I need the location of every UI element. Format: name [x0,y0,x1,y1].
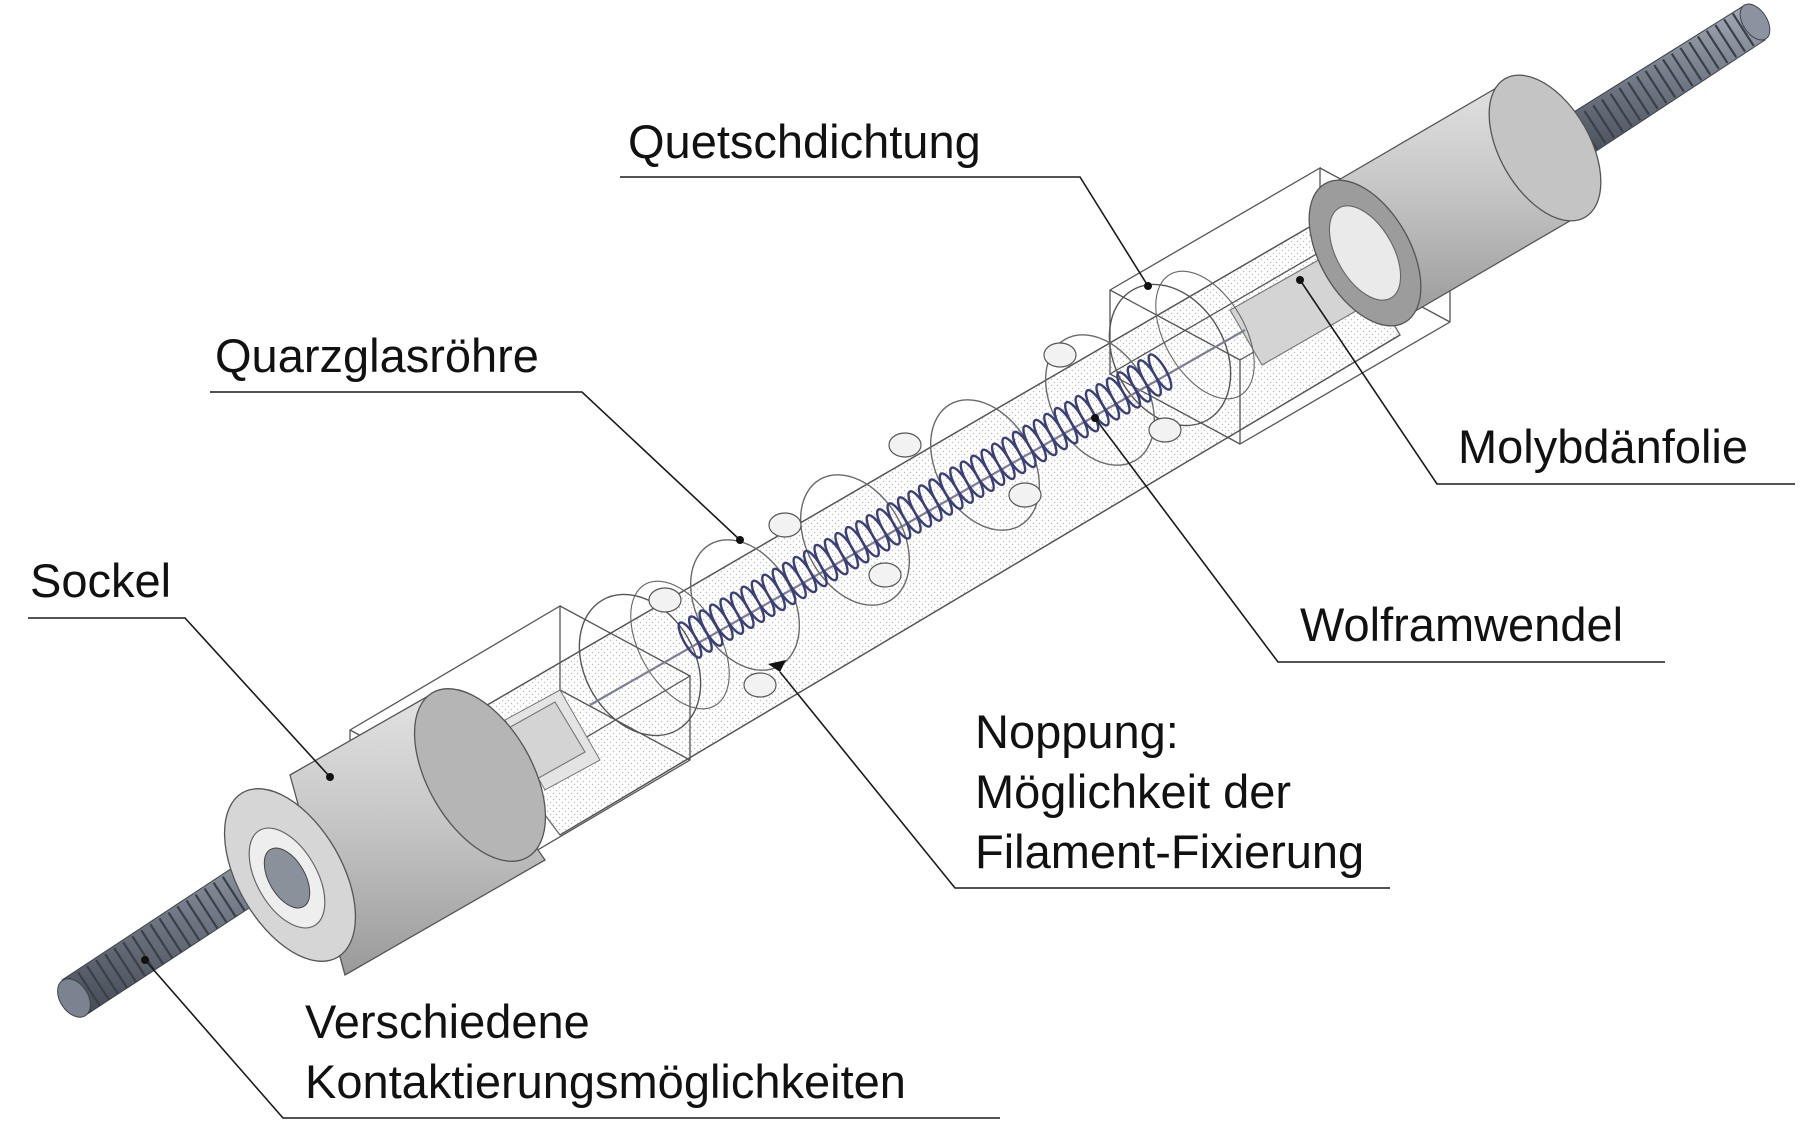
leader-arrow [768,660,786,672]
thread-ridge [1609,93,1633,127]
thread-ridge [185,899,210,936]
filament-nubs [648,342,1182,698]
thread-ridge [194,893,219,930]
thread-ridge [1583,110,1607,144]
thread-ridge [158,917,183,953]
thread-ridge [1679,47,1703,81]
thread-ridge [95,959,120,995]
label-kontakt-line2: Kontaktierungsmöglichkeiten [305,1055,906,1108]
thread-ridge [1714,24,1738,58]
thread-ridge [1670,53,1694,87]
thread-ridge [1618,87,1642,121]
leader-lines [28,176,1795,1119]
seal-dome-left [578,580,730,737]
thread-ridge [113,947,138,983]
thread-ridge [1653,64,1677,99]
leader-dot [736,536,744,544]
right-socket [1308,74,1602,327]
thread-ridge [140,929,165,965]
leader-dot [141,956,149,964]
thread-ridge [176,905,201,942]
thread-ridge [104,953,129,989]
thread-ridge [77,971,101,1007]
left-socket [223,688,547,976]
thread-ridge [221,876,246,912]
thread-ridge [1688,41,1712,76]
thread-ridge [1592,104,1616,139]
leader-dot [1296,276,1304,284]
leader-dot [326,773,334,781]
thread-ridge [212,882,237,918]
thread-ridge [1662,58,1685,93]
seal-dome-right [1108,270,1255,427]
thread-ridge [1696,35,1720,70]
label-molybdaenfolie: Molybdänfolie [1458,420,1748,473]
thread-ridge [1627,81,1650,116]
thread-ridge [122,941,147,977]
thread-ridge [1635,75,1659,110]
leader-dot [1091,414,1099,422]
thread-ridge [167,911,192,948]
label-noppung-line3: Filament-Fixierung [975,825,1364,878]
thread-ridge [1723,18,1746,53]
thread-ridge [1644,70,1668,104]
thread-ridge [149,923,174,959]
label-noppung-line2: Möglichkeit der [975,765,1291,818]
leader-dot [1144,282,1152,290]
thread-ridge [1600,98,1624,133]
thread-ridge [1705,30,1729,64]
label-noppung-line1: Noppung: [975,705,1179,758]
tungsten-coil [677,353,1173,659]
label-kontakt-line1: Verschiedene [305,995,590,1048]
label-sockel: Sockel [30,554,171,607]
thread-ridge [203,887,228,924]
thread-ridge [86,965,111,1001]
coil-winding [1147,353,1173,391]
thread-ridge [131,935,156,971]
label-quetschdichtung: Quetschdichtung [628,115,981,168]
label-wolframwendel: Wolframwendel [1300,598,1623,651]
thread-ridge [1731,12,1755,47]
label-quarzglasroehre: Quarzglasröhre [215,329,539,382]
